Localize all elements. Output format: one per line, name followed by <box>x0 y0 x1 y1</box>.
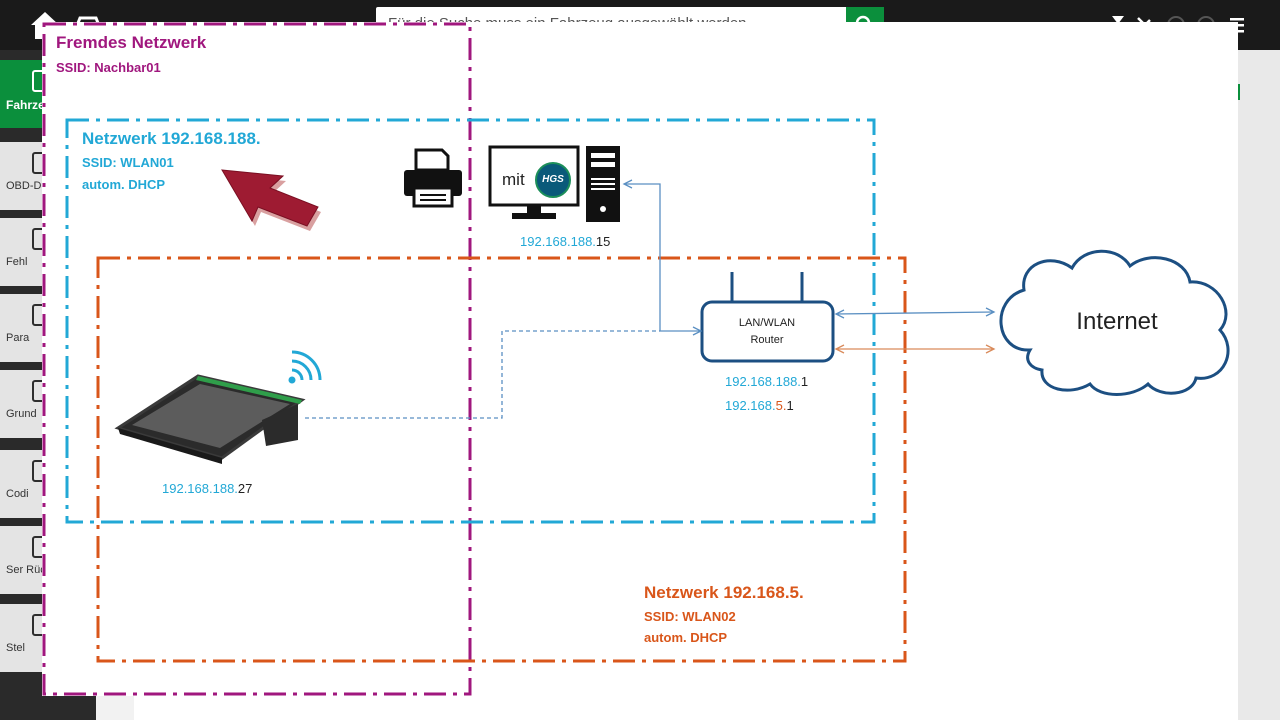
hgs-badge-text: HGS <box>542 174 564 185</box>
ip-suffix: 1 <box>800 374 809 389</box>
router-ip-address-2: 192.168.5.1 <box>725 398 794 413</box>
sidebar-item-label: OBD-D <box>6 180 42 192</box>
sidebar-item-label: Codi <box>6 488 29 500</box>
ip-suffix: 1 <box>786 398 794 413</box>
network1-dhcp: autom. DHCP <box>82 177 166 192</box>
tablet-device-icon <box>114 374 306 464</box>
network2-title: Netzwerk 192.168.5. <box>644 583 804 602</box>
router-internet-link-blue <box>835 311 995 315</box>
orange-arrow-left <box>834 344 845 354</box>
network2-ssid: SSID: WLAN02 <box>644 609 736 624</box>
wifi-icon <box>288 350 322 384</box>
router-icon <box>700 272 835 363</box>
sidebar-item-label: Grund <box>6 408 37 420</box>
printer-icon <box>404 148 462 208</box>
tablet-ip-address: 192.168.188.27 <box>162 481 252 496</box>
ip-suffix: 27 <box>237 481 253 496</box>
pointer-arrow-icon <box>221 169 321 231</box>
network1-title: Netzwerk 192.168.188. <box>82 129 261 148</box>
foreign-network-title: Fremdes Netzwerk <box>56 33 207 52</box>
internet-cloud-icon <box>999 249 1230 396</box>
blue-arrow-right <box>985 307 996 317</box>
pc-router-link <box>625 183 700 332</box>
foreign-network-ssid: SSID: Nachbar01 <box>56 60 161 75</box>
pc-tower-icon <box>586 146 620 222</box>
network1-ssid: SSID: WLAN01 <box>82 155 174 170</box>
sidebar-item-label: Fehl <box>6 256 28 268</box>
pc-mit-label: mit <box>502 170 525 189</box>
pc-arrow-head <box>622 179 633 189</box>
ip-suffix: 15 <box>595 234 611 249</box>
ip-prefix: 192.168. <box>725 398 776 413</box>
hgs-logo-icon: HGS <box>535 162 571 198</box>
right-panel <box>1238 50 1280 720</box>
network2-boundary <box>96 256 907 663</box>
tablet-wifi-link <box>305 330 660 419</box>
orange-arrow-right <box>985 344 996 354</box>
sidebar-item-label: Stel <box>6 642 25 654</box>
sidebar-item-label: Fahrze <box>6 98 45 112</box>
router-ip-address-1: 192.168.188.1 <box>725 374 808 389</box>
sidebar-item-label: Para <box>6 332 30 344</box>
router-label-line1: LAN/WLAN <box>738 317 796 329</box>
ip-prefix: 192.168.188. <box>725 374 801 389</box>
foreign-network-boundary <box>42 22 472 696</box>
internet-label: Internet <box>1076 308 1158 335</box>
pc-ip-address: 192.168.188.15 <box>520 234 610 249</box>
blue-arrow-left <box>834 309 845 319</box>
router-arrow-head <box>692 326 703 336</box>
network1-boundary <box>65 118 876 524</box>
router-label-line2: Router <box>750 334 784 346</box>
network2-dhcp: autom. DHCP <box>644 630 728 645</box>
ip-prefix: 192.168.188. <box>162 481 238 496</box>
ip-prefix: 192.168.188. <box>520 234 596 249</box>
ip-subnet: 5. <box>775 398 787 413</box>
